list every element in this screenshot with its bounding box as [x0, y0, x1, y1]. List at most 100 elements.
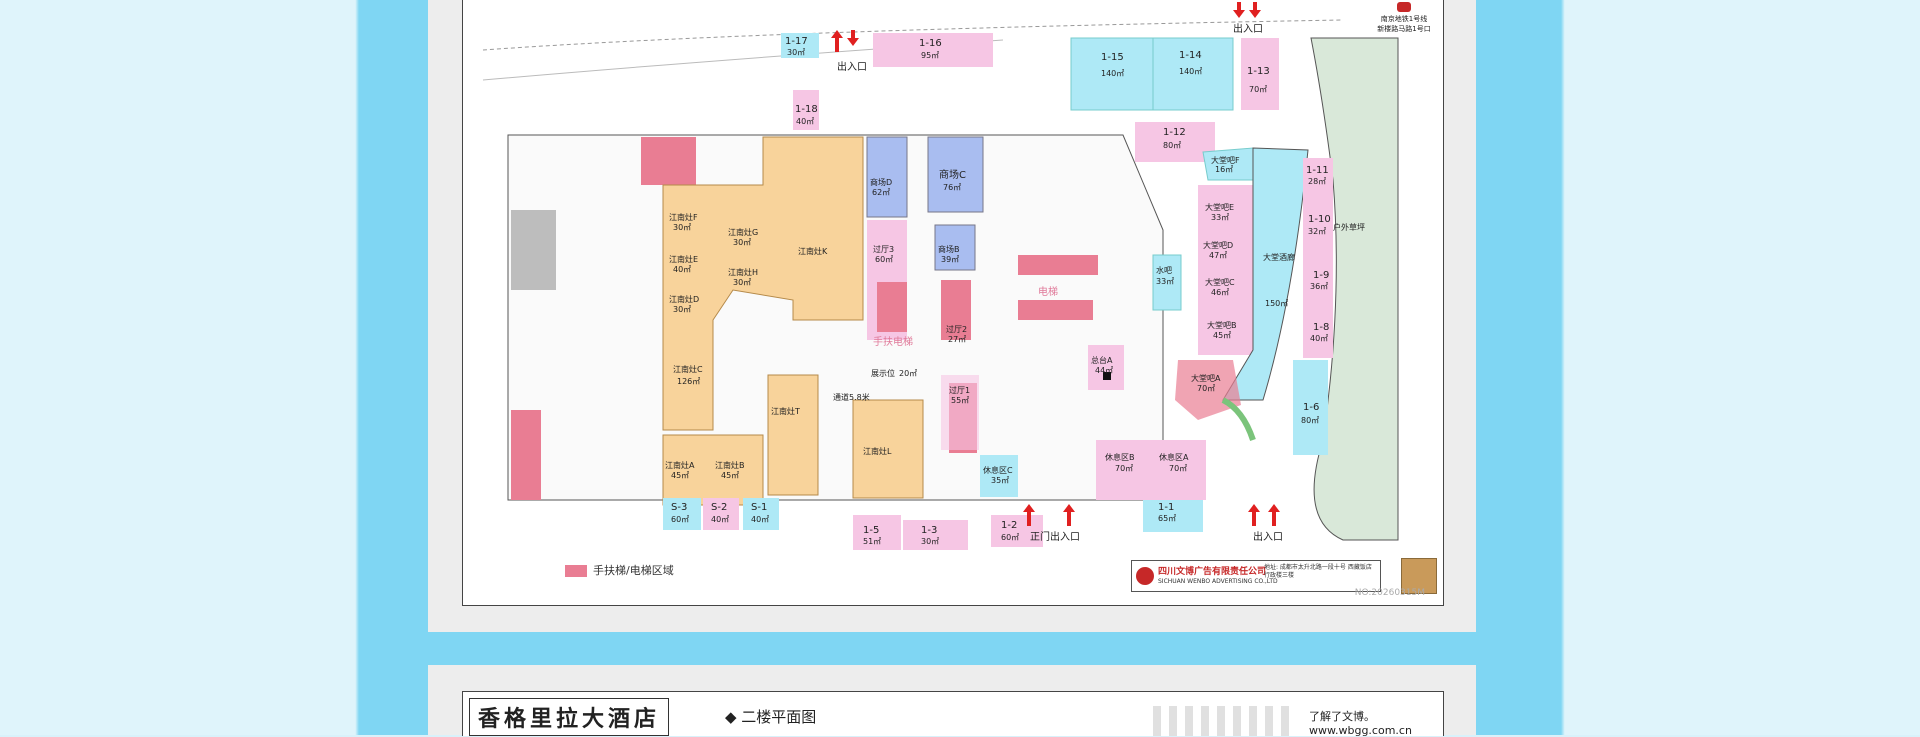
arrow-up-1 [831, 30, 843, 52]
road-line [482, 19, 1344, 51]
jiangnan-g-label: 江南灶G [728, 227, 758, 237]
unit-1-18-id: 1-18 [795, 104, 818, 115]
lobby-bar-e-label: 大堂吧E [1205, 202, 1234, 212]
lobby-bar-b-label: 大堂吧B [1207, 320, 1237, 330]
arrow-down-2 [1233, 2, 1245, 18]
jiangnan-c-label: 江南灶C [673, 364, 703, 374]
site-url[interactable]: www.wbgg.com.cn [1309, 724, 1412, 737]
unit-1-13 [1241, 38, 1279, 110]
unit-1-3-area: 30㎡ [921, 537, 939, 546]
metro-icon [1397, 2, 1411, 12]
site-info: 了解了文博。 www.wbgg.com.cn [1309, 708, 1412, 737]
jiangnan-f-area: 30㎡ [673, 223, 691, 232]
unit-1-18-area: 40㎡ [796, 117, 814, 126]
hall-3-area: 60㎡ [875, 255, 893, 264]
shop-c [927, 136, 984, 213]
unit-s-3-area: 60㎡ [671, 515, 689, 524]
rest-area-b-area: 70㎡ [1115, 464, 1133, 473]
elevator-bank-left [941, 280, 971, 340]
outdoor-label: 户外草坪 [1333, 222, 1365, 232]
rest-area-a [1151, 440, 1206, 500]
elevator-bank-bottom [1018, 300, 1093, 320]
jiangnan-zao-l [852, 399, 924, 499]
unit-1-12 [1135, 122, 1215, 162]
escalator-left [511, 410, 541, 500]
lobby-bar-d-area: 47㎡ [1209, 251, 1227, 260]
lobby-corridor-label: 大堂酒廊 [1263, 252, 1295, 262]
floor2-plan: 香格里拉大酒店 ◆ 二楼平面图 了解了文博。 www.wbgg.com.cn [462, 691, 1444, 737]
arrow-up-4 [1268, 504, 1280, 526]
lobby-bar-a-label: 大堂吧A [1191, 373, 1221, 383]
unit-1-17-id: 1-17 [785, 36, 808, 47]
floor2-plan-card: 香格里拉大酒店 ◆ 二楼平面图 了解了文博。 www.wbgg.com.cn [428, 665, 1476, 737]
unit-1-5-id: 1-5 [863, 525, 879, 536]
unit-1-1-area: 65㎡ [1158, 514, 1176, 523]
legend: 手扶梯/电梯区域 [565, 562, 674, 578]
unit-1-8-id: 1-8 [1313, 322, 1329, 333]
shop-d-label: 商场D [870, 177, 892, 187]
unit-1-13-id: 1-13 [1247, 66, 1270, 77]
unit-1-8-area: 40㎡ [1310, 334, 1328, 343]
jiangnan-h-area: 30㎡ [733, 278, 751, 287]
entrance-arrows [831, 2, 1280, 526]
jiangnan-a-area: 45㎡ [671, 471, 689, 480]
escalator-label: 手扶电梯 [873, 335, 913, 348]
rest-area-c [980, 455, 1018, 497]
floor-plan-svg: 出入口 出入口 正门出入口 出入口 1-17 30㎡ 1-16 95㎡ 1-15… [482, 2, 1399, 550]
unit-1-17-area: 30㎡ [787, 48, 805, 57]
lobby-bar-b-area: 45㎡ [1213, 331, 1231, 340]
unit-1-14-id: 1-14 [1179, 50, 1202, 61]
unit-1-12-area: 80㎡ [1163, 141, 1181, 150]
unit-1-2-area: 60㎡ [1001, 533, 1019, 542]
jiangnan-c-area: 126㎡ [677, 377, 700, 386]
unit-1-16 [873, 33, 993, 67]
metro-label: 南京地铁1号线 [1380, 15, 1428, 23]
checker-decoration [1153, 706, 1293, 736]
escalator-top [641, 137, 696, 185]
escalator-center [877, 282, 907, 332]
jiangnan-f-label: 江南灶F [669, 212, 698, 222]
jiangnan-d-label: 江南灶D [669, 294, 699, 304]
water-bar [1152, 254, 1182, 311]
jiangnan-l-label: 江南灶L [863, 446, 892, 456]
jiangnan-d-area: 30㎡ [673, 305, 691, 314]
shop-d [866, 136, 908, 218]
unit-1-15-area: 140㎡ [1101, 69, 1124, 78]
shop-c-label: 商场C [939, 168, 966, 181]
unit-s-1-area: 40㎡ [751, 515, 769, 524]
unit-1-2-id: 1-2 [1001, 520, 1017, 531]
unit-s-2 [703, 498, 739, 530]
lobby-bar-e-area: 33㎡ [1211, 213, 1229, 222]
jiangnan-h-label: 江南灶H [728, 267, 758, 277]
jiangnan-e-area: 40㎡ [673, 265, 691, 274]
units-right-strip [1303, 158, 1333, 358]
hall-1-area: 55㎡ [951, 396, 969, 405]
unit-1-17 [781, 33, 819, 58]
shop-b-area: 39㎡ [941, 255, 959, 264]
water-bar-label: 水吧 [1156, 265, 1172, 275]
unit-s-3-id: S-3 [671, 502, 687, 513]
unit-s-1-id: S-1 [751, 502, 767, 513]
unit-1-10-id: 1-10 [1308, 214, 1331, 225]
desk-a-marker [1103, 372, 1111, 380]
unit-1-5 [853, 515, 901, 550]
lobby-bar-f-area: 16㎡ [1215, 165, 1233, 174]
unit-1-6-area: 80㎡ [1301, 416, 1319, 425]
document-number: NO:20260315M [1354, 588, 1425, 598]
shop-b [934, 224, 976, 271]
legend-label: 手扶梯/电梯区域 [593, 564, 674, 577]
unit-1-14-area: 140㎡ [1179, 67, 1202, 76]
unit-s-2-area: 40㎡ [711, 515, 729, 524]
display-area: 20㎡ [899, 369, 917, 378]
arrow-up-main-2 [1063, 504, 1075, 526]
display-label: 展示位 [871, 368, 895, 378]
unit-1-6 [1293, 360, 1328, 455]
metro-badge: 南京地铁1号线 新楼路马路1号口 [1369, 2, 1439, 33]
lobby-bar-a [1175, 360, 1241, 420]
unit-1-3-id: 1-3 [921, 525, 937, 536]
floor1-plan-card: 南京地铁1号线 新楼路马路1号口 [428, 0, 1476, 632]
unit-s-2-id: S-2 [711, 502, 727, 513]
rest-area-a-label: 休息区A [1159, 452, 1189, 462]
unit-1-5-area: 51㎡ [863, 537, 881, 546]
company-name-cn: 四川文博广告有限责任公司 [1158, 567, 1267, 577]
